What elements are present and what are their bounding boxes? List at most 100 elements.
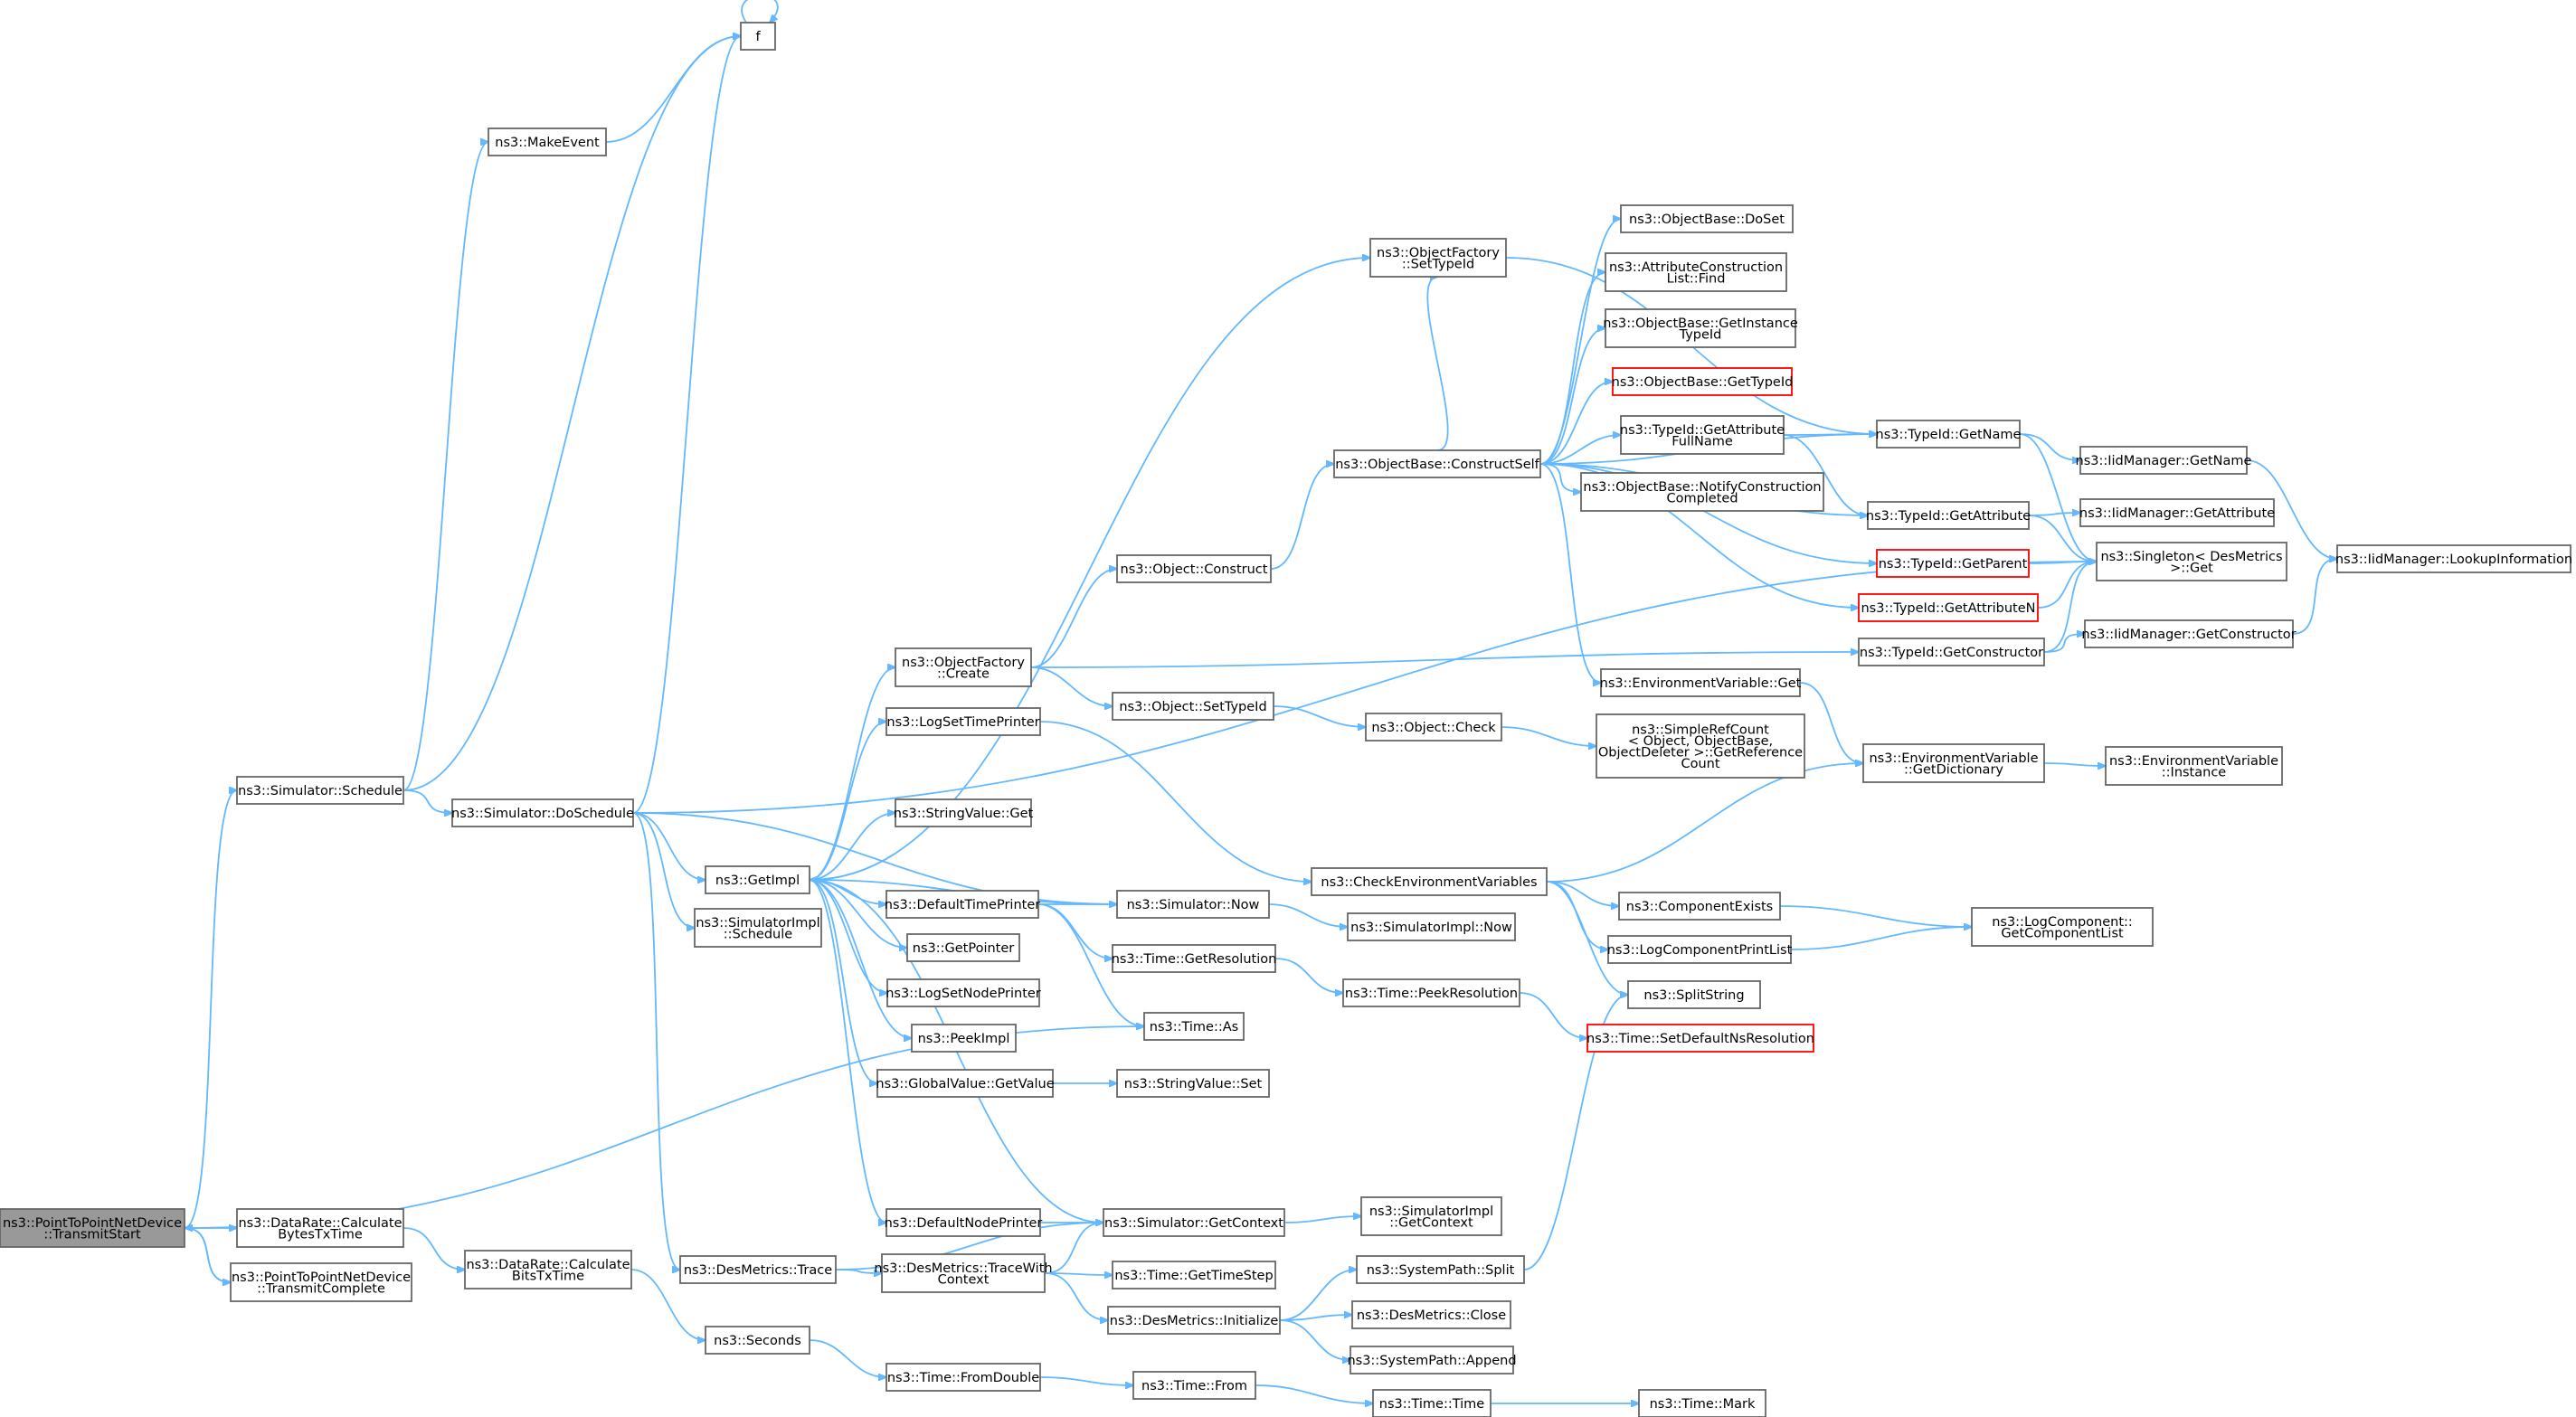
graph-node-typeIdGetParent[interactable]: ns3::TypeId::GetParent [1876, 549, 2030, 578]
node-box [2079, 446, 2248, 475]
graph-node-iidGetAttribute[interactable]: ns3::IidManager::GetAttribute [2079, 498, 2275, 527]
edge-getImpl-to-logSetTimePrinter [809, 722, 886, 881]
graph-node-obGetTypeId[interactable]: ns3::ObjectBase::GetTypeId [1612, 367, 1794, 396]
graph-node-typeIdGetAttributeN[interactable]: ns3::TypeId::GetAttributeN [1858, 593, 2039, 622]
node-box [1596, 713, 1805, 779]
edge-traceWithContext-to-simGetContext [1044, 1223, 1103, 1274]
node-box [1620, 204, 1794, 233]
node-label: ns3::Time::PeekResolution [1345, 987, 1518, 1001]
graph-node-doSet[interactable]: ns3::ObjectBase::DoSet [1620, 204, 1794, 233]
graph-node-desTrace[interactable]: ns3::DesMetrics::Trace [679, 1255, 837, 1284]
graph-node-seconds[interactable]: ns3::Seconds [705, 1326, 810, 1355]
graph-node-objSetTypeId[interactable]: ns3::Object::SetTypeId [1112, 692, 1274, 721]
node-box [705, 1326, 810, 1355]
graph-node-simImplSchedule[interactable]: ns3::SimulatorImpl::Schedule [694, 908, 822, 948]
graph-node-logSetTimePrinter[interactable]: ns3::LogSetTimePrinter [886, 707, 1041, 736]
node-box [1620, 415, 1785, 455]
graph-node-timeMark[interactable]: ns3::Time::Mark [1638, 1389, 1766, 1417]
graph-node-typeIdGetAttribute[interactable]: ns3::TypeId::GetAttribute [1866, 501, 2031, 530]
node-layer: ns3::PointToPointNetDevice::TransmitStar… [0, 22, 2572, 1417]
graph-node-iidGetName[interactable]: ns3::IidManager::GetName [2076, 446, 2252, 475]
graph-node-typeIdGetName[interactable]: ns3::TypeId::GetName [1876, 420, 2022, 449]
graph-node-getPointer[interactable]: ns3::GetPointer [906, 933, 1020, 962]
graph-node-envGetDictionary[interactable]: ns3::EnvironmentVariable::GetDictionary [1862, 743, 2045, 783]
graph-node-sysPathAppend[interactable]: ns3::SystemPath::Append [1347, 1346, 1517, 1374]
edge-transmitStart-to-schedule [184, 790, 237, 1229]
graph-node-simNow[interactable]: ns3::Simulator::Now [1116, 890, 1270, 919]
graph-node-f[interactable]: f [740, 22, 776, 51]
node-box [1116, 890, 1270, 919]
graph-node-logComponentPrintList[interactable]: ns3::LogComponentPrintList [1607, 935, 1793, 964]
graph-node-singletonGet[interactable]: ns3::Singleton< DesMetrics>::Get [2096, 542, 2287, 581]
graph-node-makeEvent[interactable]: ns3::MakeEvent [488, 128, 607, 156]
graph-node-timeTime[interactable]: ns3::Time::Time [1372, 1389, 1492, 1417]
edge-getImpl-to-peekImpl [809, 879, 912, 1038]
edge-simGetContext-to-simImplGetContext [1283, 1216, 1361, 1223]
graph-node-simpleRefCount[interactable]: ns3::SimpleRefCount< Object, ObjectBase,… [1596, 713, 1805, 779]
graph-node-strValueSet[interactable]: ns3::StringValue::Set [1116, 1069, 1270, 1098]
node-label: ns3::Simulator::DoSchedule [451, 807, 634, 821]
graph-node-simGetContext[interactable]: ns3::Simulator::GetContext [1103, 1208, 1285, 1237]
graph-node-timeGetResolution[interactable]: ns3::Time::GetResolution [1112, 944, 1277, 973]
graph-node-schedule[interactable]: ns3::Simulator::Schedule [236, 776, 404, 805]
graph-node-notifyConstrCompleted[interactable]: ns3::ObjectBase::NotifyConstructionCompl… [1580, 472, 1824, 512]
graph-node-fromDouble[interactable]: ns3::Time::FromDouble [886, 1363, 1041, 1392]
edge-envVarGet-to-envGetDictionary [1799, 682, 1863, 763]
graph-node-simImplNow[interactable]: ns3::SimulatorImpl::Now [1347, 912, 1516, 941]
graph-node-getComponentList[interactable]: ns3::LogComponent::GetComponentList [1971, 907, 2154, 947]
graph-node-timeFrom[interactable]: ns3::Time::From [1132, 1371, 1256, 1400]
graph-node-gvGetValue[interactable]: ns3::GlobalValue::GetValue [876, 1069, 1055, 1098]
graph-node-peekImpl[interactable]: ns3::PeekImpl [911, 1024, 1017, 1053]
graph-node-sysPathSplit[interactable]: ns3::SystemPath::Split [1356, 1255, 1525, 1284]
edge-getAttrFullName-to-typeIdGetAttribute [1783, 434, 1868, 515]
node-label: ::TransmitStart [43, 1227, 141, 1242]
graph-node-timeAs[interactable]: ns3::Time::As [1143, 1012, 1245, 1041]
graph-node-iidGetConstructor[interactable]: ns3::IidManager::GetConstructor [2081, 619, 2297, 648]
graph-node-desInitialize[interactable]: ns3::DesMetrics::Initialize [1107, 1306, 1281, 1335]
graph-node-splitString[interactable]: ns3::SplitString [1627, 980, 1761, 1009]
graph-node-checkEnvVars[interactable]: ns3::CheckEnvironmentVariables [1311, 867, 1548, 896]
graph-node-desClose[interactable]: ns3::DesMetrics::Close [1351, 1300, 1511, 1329]
graph-node-constructSelf[interactable]: ns3::ObjectBase::ConstructSelf [1333, 449, 1541, 478]
graph-node-strValueGet[interactable]: ns3::StringValue::Get [894, 798, 1034, 827]
graph-node-doSchedule[interactable]: ns3::Simulator::DoSchedule [451, 798, 634, 827]
graph-node-simImplGetContext[interactable]: ns3::SimulatorImpl::GetContext [1360, 1196, 1502, 1236]
graph-node-ofSetTypeId[interactable]: ns3::ObjectFactory::SetTypeId [1369, 238, 1507, 278]
graph-node-envVarGet[interactable]: ns3::EnvironmentVariable::Get [1600, 668, 1802, 697]
node-label: ns3::EnvironmentVariable [2109, 754, 2278, 769]
edge-ofCreate-to-objSetTypeId [1030, 666, 1113, 706]
graph-node-envInstance[interactable]: ns3::EnvironmentVariable::Instance [2105, 746, 2283, 786]
graph-node-componentExists[interactable]: ns3::ComponentExists [1618, 892, 1781, 921]
node-label: ::TransmitComplete [257, 1281, 385, 1296]
edge-traceWithContext-to-desInitialize [1044, 1272, 1108, 1320]
node-label: ns3::EnvironmentVariable::Get [1600, 676, 1802, 691]
graph-node-peekResolution[interactable]: ns3::Time::PeekResolution [1342, 978, 1520, 1007]
graph-node-objCheck[interactable]: ns3::Object::Check [1365, 713, 1502, 742]
graph-node-timeGetTimeStep[interactable]: ns3::Time::GetTimeStep [1112, 1261, 1276, 1289]
node-box [451, 798, 634, 827]
graph-node-transmitComplete[interactable]: ns3::PointToPointNetDevice::TransmitComp… [230, 1262, 412, 1302]
graph-node-setDefaultNsRes[interactable]: ns3::Time::SetDefaultNsResolution [1586, 1024, 1814, 1053]
graph-node-getImpl[interactable]: ns3::GetImpl [705, 865, 810, 894]
graph-node-defaultNodePrinter[interactable]: ns3::DefaultNodePrinter [885, 1208, 1043, 1237]
node-box [1862, 743, 2045, 783]
graph-node-ofCreate[interactable]: ns3::ObjectFactory::Create [895, 647, 1032, 687]
edge-getImpl-to-ofSetTypeId [809, 258, 1370, 881]
graph-node-typeIdGetConstructor[interactable]: ns3::TypeId::GetConstructor [1858, 638, 2045, 666]
graph-node-objConstruct[interactable]: ns3::Object::Construct [1116, 554, 1272, 583]
graph-node-defaultTimePrinter[interactable]: ns3::DefaultTimePrinter [885, 890, 1040, 919]
edge-schedule-to-doSchedule [402, 789, 452, 813]
edge-fromDouble-to-timeFrom [1039, 1376, 1133, 1385]
graph-node-iidLookup[interactable]: ns3::IidManager::LookupInformation [2335, 544, 2572, 573]
node-box [1350, 1346, 1514, 1374]
graph-node-transmitStart[interactable]: ns3::PointToPointNetDevice::TransmitStar… [0, 1208, 185, 1248]
node-label: ns3::Time::SetDefaultNsResolution [1586, 1032, 1814, 1046]
node-box [895, 647, 1032, 687]
graph-node-logSetNodePrinter[interactable]: ns3::LogSetNodePrinter [886, 978, 1041, 1007]
